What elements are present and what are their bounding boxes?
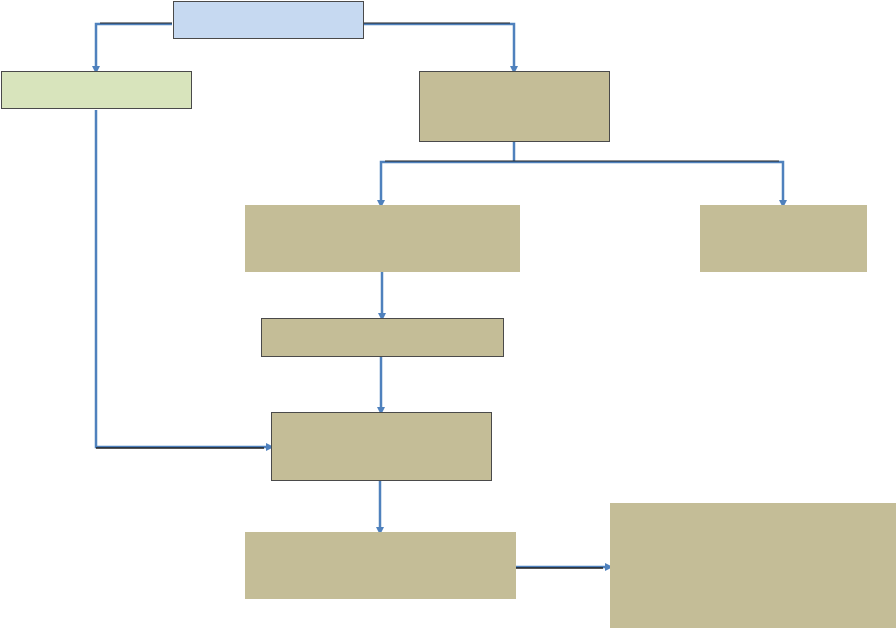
lower-node-label [375, 564, 387, 568]
connector-root-to-right-branch [364, 22, 518, 74]
far-right-node-label [778, 237, 790, 241]
left-branch-node[interactable] [1, 71, 192, 109]
right-branch-node-label [509, 105, 521, 109]
connector-split-to-far-right [514, 160, 787, 208]
narrow-middle-node-label [377, 336, 389, 340]
merge-node[interactable] [271, 412, 492, 481]
bottom-right-node[interactable] [610, 503, 896, 628]
right-branch-node[interactable] [419, 71, 610, 142]
connector-split-to-mid-left [377, 160, 514, 208]
left-branch-node-label [91, 88, 103, 92]
merge-node-label [376, 445, 388, 449]
narrow-middle-node[interactable] [261, 318, 504, 357]
mid-left-node[interactable] [245, 205, 520, 272]
mid-left-node-label [377, 237, 389, 241]
connector-root-to-left-branch [92, 22, 172, 74]
root-node[interactable] [173, 1, 364, 39]
root-node-label [263, 18, 275, 22]
bottom-right-node-label [747, 564, 759, 568]
connector-left-branch-to-merge [94, 110, 274, 451]
lower-node[interactable] [245, 532, 516, 599]
far-right-node[interactable] [700, 205, 867, 272]
